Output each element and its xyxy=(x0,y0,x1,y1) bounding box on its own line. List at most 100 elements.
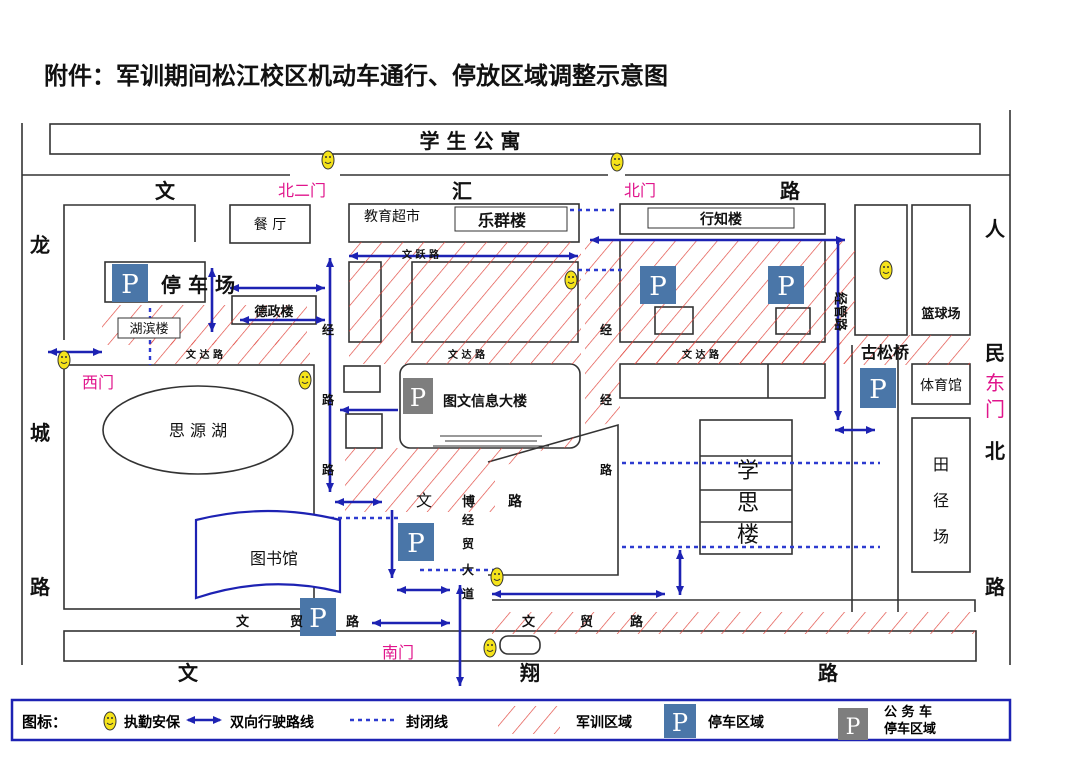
parking-markers: P P P P P P P xyxy=(112,264,896,636)
wenxiang-road-char: 文 xyxy=(178,661,199,685)
lequn-label: 乐群楼 xyxy=(478,211,526,230)
siyuan-lake xyxy=(102,385,294,475)
west-gate-label: 西门 xyxy=(82,373,114,392)
xuesi-label: 楼 xyxy=(737,523,759,548)
wenda-road-label: 文 达 路 xyxy=(186,348,224,361)
svg-text:P: P xyxy=(777,272,795,302)
east-gate-label: 东 xyxy=(985,371,1005,395)
longcheng-road-char: 龙 xyxy=(30,233,50,257)
inner-road-char: 路 xyxy=(600,462,613,477)
security-icon xyxy=(879,260,893,280)
svg-text:P: P xyxy=(121,270,139,300)
parking-area-marker: P xyxy=(112,264,148,302)
svg-text:P: P xyxy=(410,384,426,412)
longcheng-road-char: 路 xyxy=(30,575,51,599)
parking-area-marker: P xyxy=(860,368,896,408)
library-label: 图书馆 xyxy=(250,549,298,568)
svg-text:P: P xyxy=(869,375,887,405)
parking-icon xyxy=(664,704,696,738)
wenmao-road-char: 文 xyxy=(236,614,250,630)
south-gate-label: 南门 xyxy=(382,643,414,662)
renmin-road-char: 人 xyxy=(985,217,1006,241)
security-icon xyxy=(610,152,624,172)
legend-security: 执勤安保 xyxy=(124,714,181,731)
renmin-road-char: 北 xyxy=(985,439,1005,463)
library-building xyxy=(194,509,342,600)
gusong-bridge-label: 古松桥 xyxy=(861,343,910,362)
field-label: 场 xyxy=(933,527,949,546)
inner-road-char: 路 xyxy=(322,392,335,407)
inner-road-char: 经 xyxy=(322,322,334,337)
legend: 图标： 执勤安保 双向行驶路线 封闭线 军训区域 P 停车区域 P 公 务 车 … xyxy=(10,698,1012,742)
legend-training: 军训区域 xyxy=(576,714,632,731)
inner-road-char: 经 xyxy=(600,322,612,337)
dorm-label: 学 生 公 寓 xyxy=(420,129,521,153)
svg-text:P: P xyxy=(846,715,861,740)
longcheng-road-char: 城 xyxy=(30,421,50,445)
xuesi-label: 思 xyxy=(737,491,759,516)
jingmao-road-char: 大 xyxy=(462,562,474,577)
legend-official-1: 公 务 车 xyxy=(884,704,932,720)
renmin-road-char: 民 xyxy=(985,341,1005,365)
wenmao-road-char: 贸 xyxy=(290,614,303,630)
canteen-label: 餐 厅 xyxy=(254,217,286,233)
east-gate-label: 门 xyxy=(985,397,1005,421)
svg-text:P: P xyxy=(407,529,425,559)
route-arrowheads xyxy=(48,236,875,686)
svg-text:P: P xyxy=(649,272,667,302)
security-posts xyxy=(57,150,893,658)
security-icon xyxy=(483,638,497,658)
wenyue-road-label: 文 跃 路 xyxy=(402,248,440,261)
security-icon xyxy=(490,567,504,587)
dezheng-label: 德政楼 xyxy=(254,304,293,320)
official-parking-marker: P xyxy=(403,378,433,414)
wenda-road-label: 文 达 路 xyxy=(682,348,720,361)
security-icon xyxy=(298,370,312,390)
wenbo-road-char: 路 xyxy=(508,493,523,510)
labels: 学 生 公 寓 文 汇 路 餐 厅 教育超市 乐群楼 行知楼 文 跃 路 停 车… xyxy=(30,129,1006,685)
wenbo-road-char: 文 xyxy=(416,491,432,510)
lake-label: 思 源 湖 xyxy=(169,421,227,440)
legend-closed: 封闭线 xyxy=(406,714,448,731)
legend-label: 图标： xyxy=(22,713,67,731)
inner-road-char: 路 xyxy=(322,462,335,477)
legend-two-way: 双向行驶路线 xyxy=(230,714,314,731)
hubin-label: 湖滨楼 xyxy=(129,321,168,337)
svg-text:P: P xyxy=(309,604,327,634)
security-icon xyxy=(57,350,71,370)
field-label: 径 xyxy=(933,491,949,510)
info-building-label: 图文信息大楼 xyxy=(443,393,527,410)
wenmao-road-char: 路 xyxy=(630,614,644,630)
wenmao-road-char: 文 xyxy=(522,614,536,630)
parking-area-marker: P xyxy=(640,266,676,304)
jingmao-road-char: 贸 xyxy=(462,536,474,551)
wenmao-road-char: 路 xyxy=(346,614,360,630)
parking-lot-label: 停 车 场 xyxy=(161,273,235,297)
training-area-icon xyxy=(498,706,560,734)
xingzhi-label: 行知楼 xyxy=(699,211,742,228)
info-building-steps xyxy=(433,435,549,447)
basketball-label: 篮球场 xyxy=(920,306,960,322)
field-label: 田 xyxy=(933,455,949,474)
wenda-road-label: 文 达 路 xyxy=(448,348,486,361)
parking-area-marker: P xyxy=(398,523,434,561)
wenxiang-road-char: 翔 xyxy=(519,661,540,685)
security-icon xyxy=(564,270,578,290)
page-title: 附件：军训期间松江校区机动车通行、停放区域调整示意图 xyxy=(44,62,668,90)
wenxiang-road-char: 路 xyxy=(818,661,839,685)
jingmao-road-char: 道 xyxy=(462,586,474,601)
svg-text:P: P xyxy=(672,709,688,737)
security-icon xyxy=(321,150,335,170)
renmin-road-char: 路 xyxy=(985,575,1006,599)
jingmao-road-char: 经 xyxy=(462,512,474,527)
inner-road-char: 经 xyxy=(600,392,612,407)
wenhui-road-char: 文 xyxy=(155,179,176,203)
security-icon xyxy=(103,711,117,731)
official-parking-icon xyxy=(838,708,868,740)
wenmao-road-char: 贸 xyxy=(580,614,593,630)
supermarket-label: 教育超市 xyxy=(364,208,420,225)
parking-area-marker: P xyxy=(768,266,804,304)
wenbo-road-char: 博 xyxy=(462,494,475,510)
legend-parking: 停车区域 xyxy=(708,714,764,731)
